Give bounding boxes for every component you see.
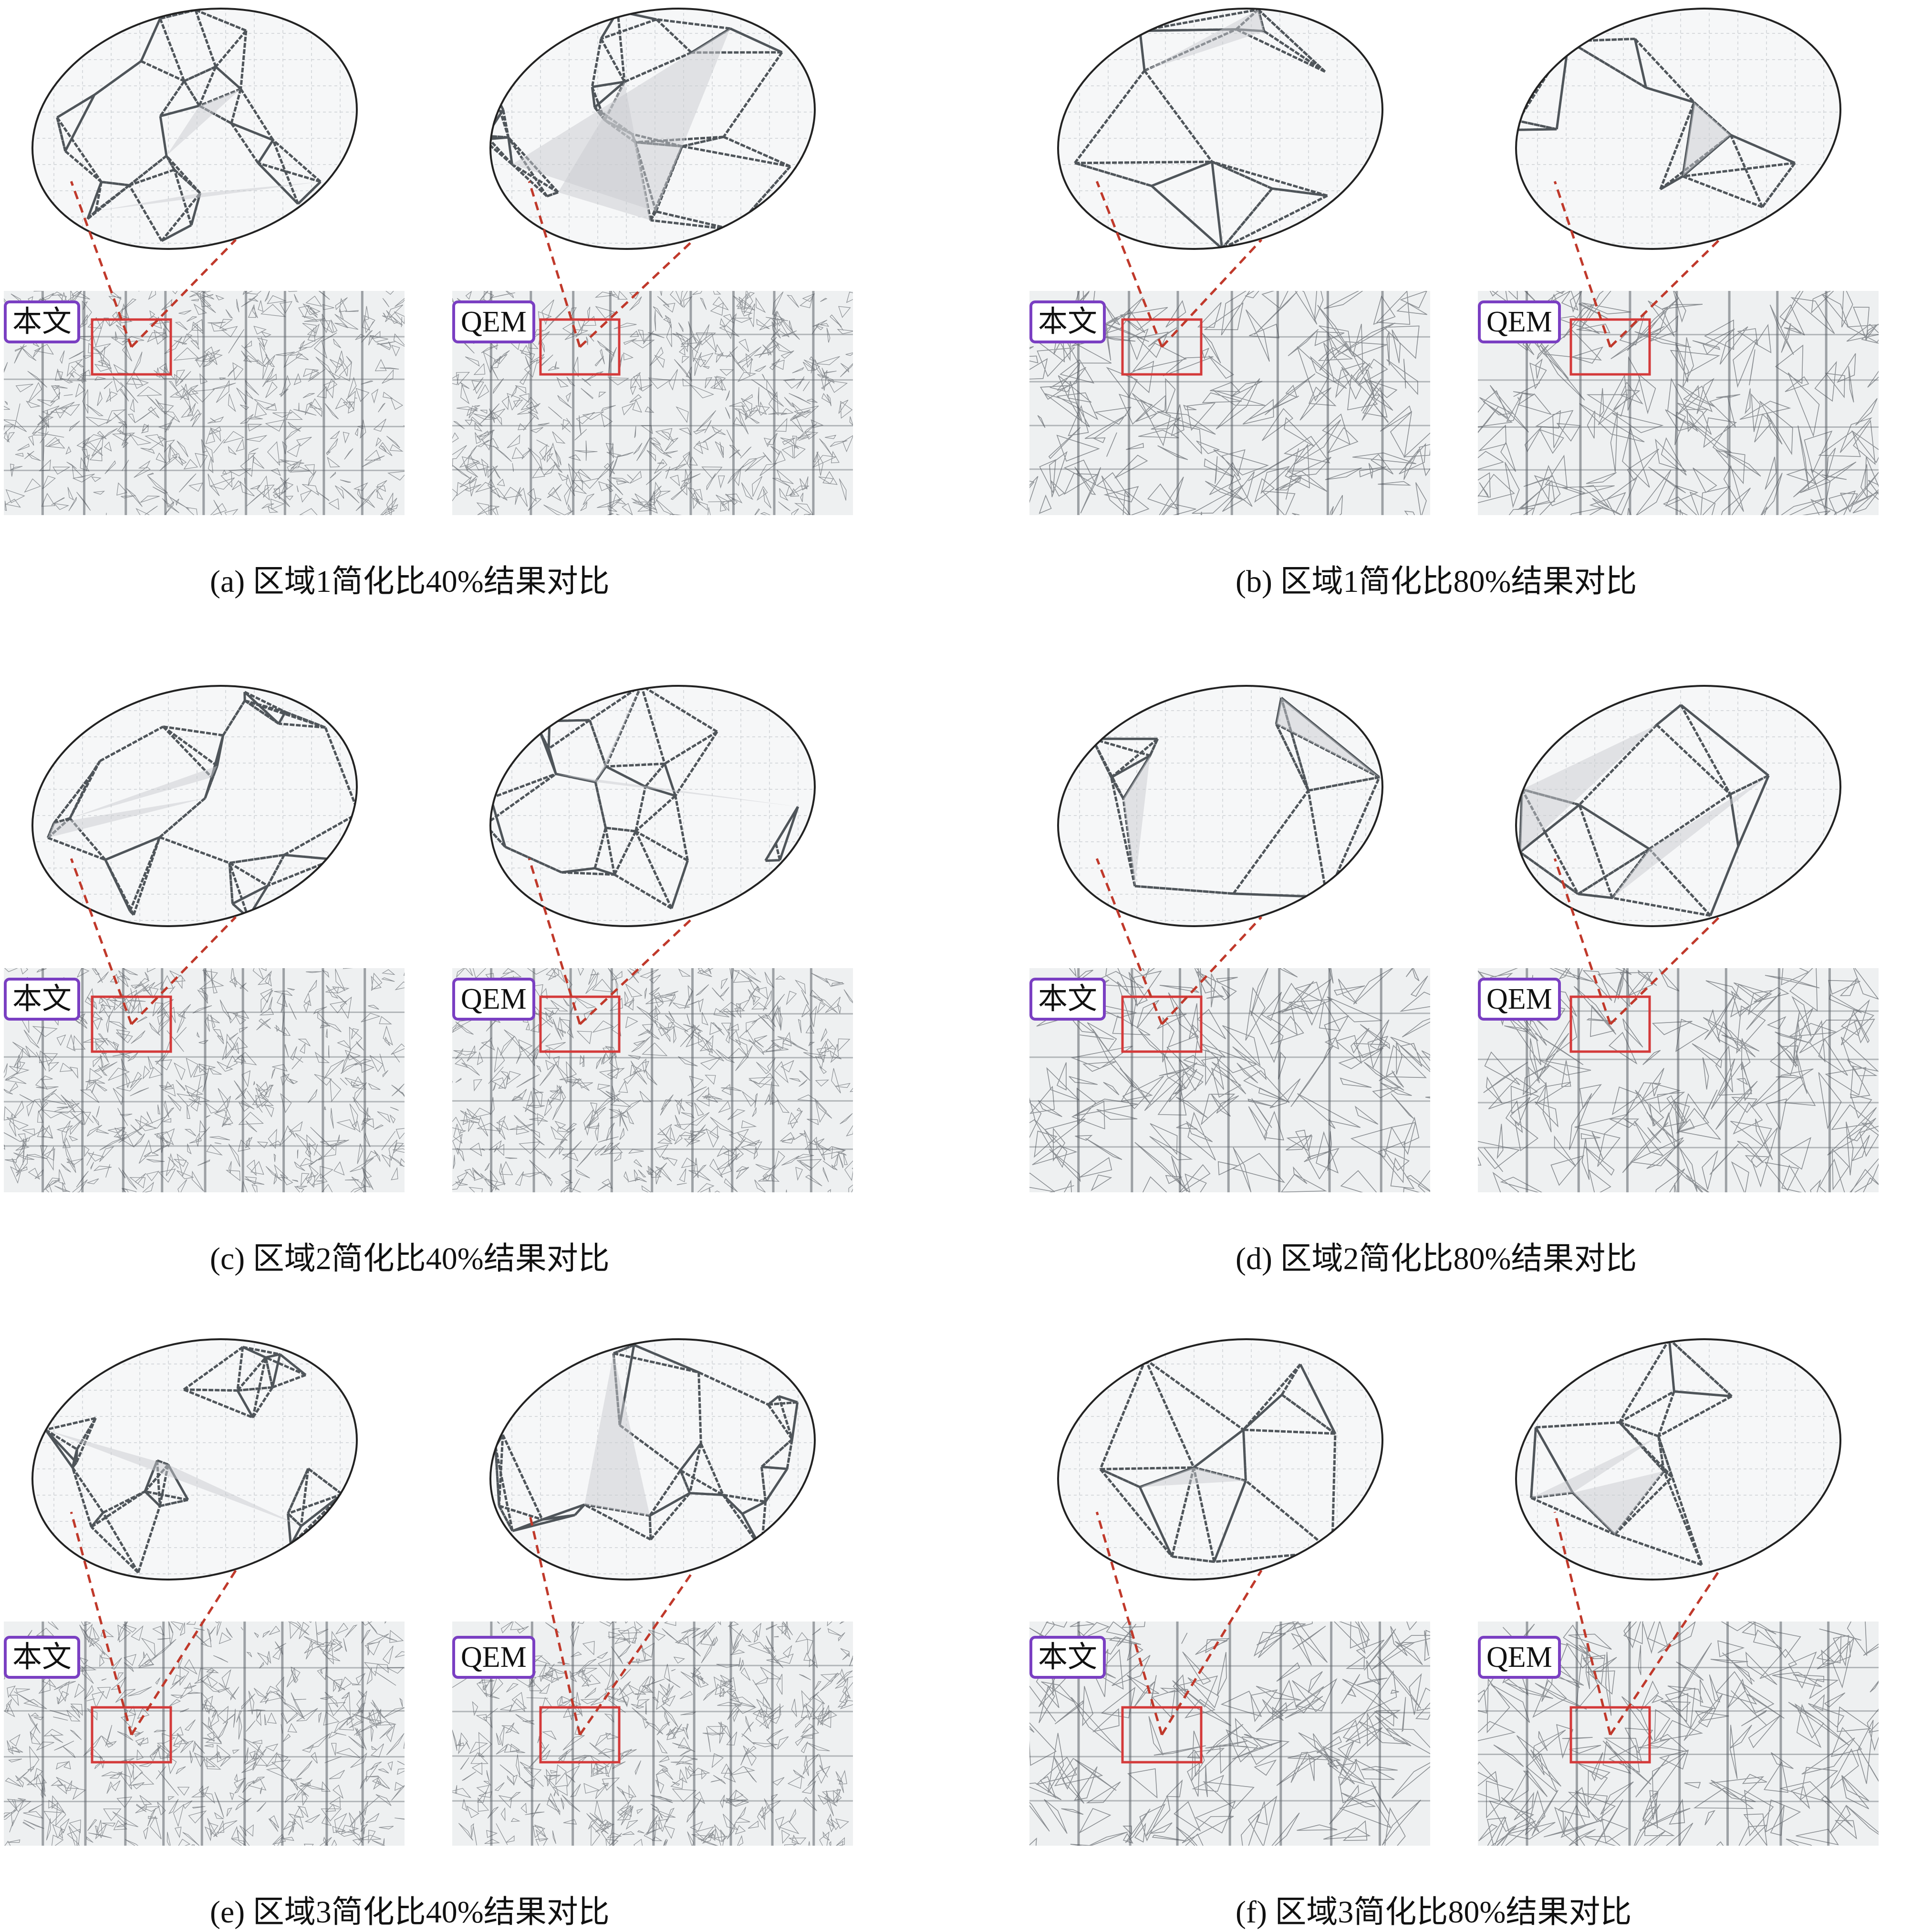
zoom-lens [1051, 684, 1390, 928]
zoom-lens [483, 684, 822, 928]
zoom-lens [1051, 1338, 1390, 1581]
panel-caption: (d) 区域2简化比80%结果对比 [1236, 1241, 1637, 1276]
method-label-ours: 本文 [4, 300, 81, 343]
method-label-ours: 本文 [1029, 978, 1106, 1021]
panel-caption: (e) 区域3简化比40%结果对比 [210, 1895, 610, 1930]
zoom-lens [25, 7, 364, 250]
panel-caption: (c) 区域2简化比40%结果对比 [210, 1241, 610, 1276]
zoom-lens [25, 684, 364, 928]
method-label-qem: QEM [1478, 300, 1561, 343]
zoom-lens [1509, 1338, 1848, 1581]
method-label-ours: 本文 [1029, 300, 1106, 343]
method-label-ours: 本文 [4, 978, 81, 1021]
zoom-lens [25, 1338, 364, 1581]
panel-caption: (b) 区域1简化比80%结果对比 [1236, 564, 1637, 599]
method-label-ours: 本文 [1029, 1636, 1106, 1679]
zoom-region-box [539, 995, 621, 1053]
zoom-region-box [1569, 995, 1651, 1053]
method-label-qem: QEM [452, 978, 535, 1021]
method-label-ours: 本文 [4, 1636, 81, 1679]
panel-caption: (f) 区域3简化比80%结果对比 [1236, 1895, 1632, 1930]
zoom-region-box [539, 318, 621, 376]
panel-caption: (a) 区域1简化比40%结果对比 [210, 564, 610, 599]
method-label-qem: QEM [1478, 1636, 1561, 1679]
method-label-qem: QEM [1478, 978, 1561, 1021]
method-label-qem: QEM [452, 300, 535, 343]
method-label-qem: QEM [452, 1636, 535, 1679]
zoom-lens [1509, 7, 1848, 250]
zoom-lens [483, 1338, 822, 1581]
zoom-lens [1051, 7, 1390, 250]
zoom-lens [1509, 684, 1848, 928]
zoom-lens [483, 7, 822, 250]
